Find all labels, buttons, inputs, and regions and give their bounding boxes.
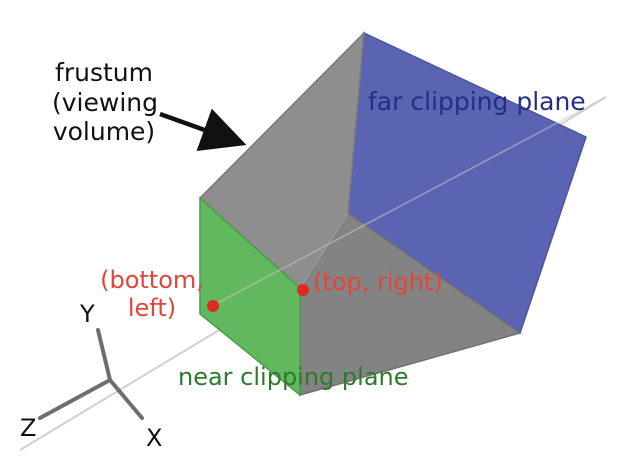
near-plane-label: near clipping plane — [178, 363, 409, 391]
frustum-pointer-arrow — [159, 108, 247, 152]
bottom-left-label: (bottom, left) — [96, 266, 208, 323]
x-axis-label: X — [146, 424, 163, 452]
frustum-label-line2: (viewing — [52, 87, 158, 117]
x-axis-line — [108, 378, 144, 420]
top-right-point — [297, 284, 309, 296]
z-axis-label: Z — [20, 414, 37, 442]
frustum-inner-edge — [299, 212, 349, 289]
top-right-label: (top, right) — [313, 268, 443, 296]
y-axis-line — [96, 328, 112, 382]
bottom-left-label-line1: (bottom, — [100, 266, 204, 294]
far-plane-label: far clipping plane — [368, 87, 586, 116]
near-clipping-plane — [199, 196, 301, 397]
frustum-label: frustum (viewing volume) — [52, 58, 158, 147]
z-axis-line — [38, 378, 112, 420]
y-axis-label: Y — [80, 300, 95, 328]
frustum-label-line1: frustum — [55, 58, 153, 87]
viewing-axis-line-front — [211, 96, 607, 307]
bottom-left-label-line2: left) — [127, 294, 177, 323]
bottom-left-point — [207, 300, 219, 312]
frustum-label-line3: volume) — [52, 117, 156, 146]
